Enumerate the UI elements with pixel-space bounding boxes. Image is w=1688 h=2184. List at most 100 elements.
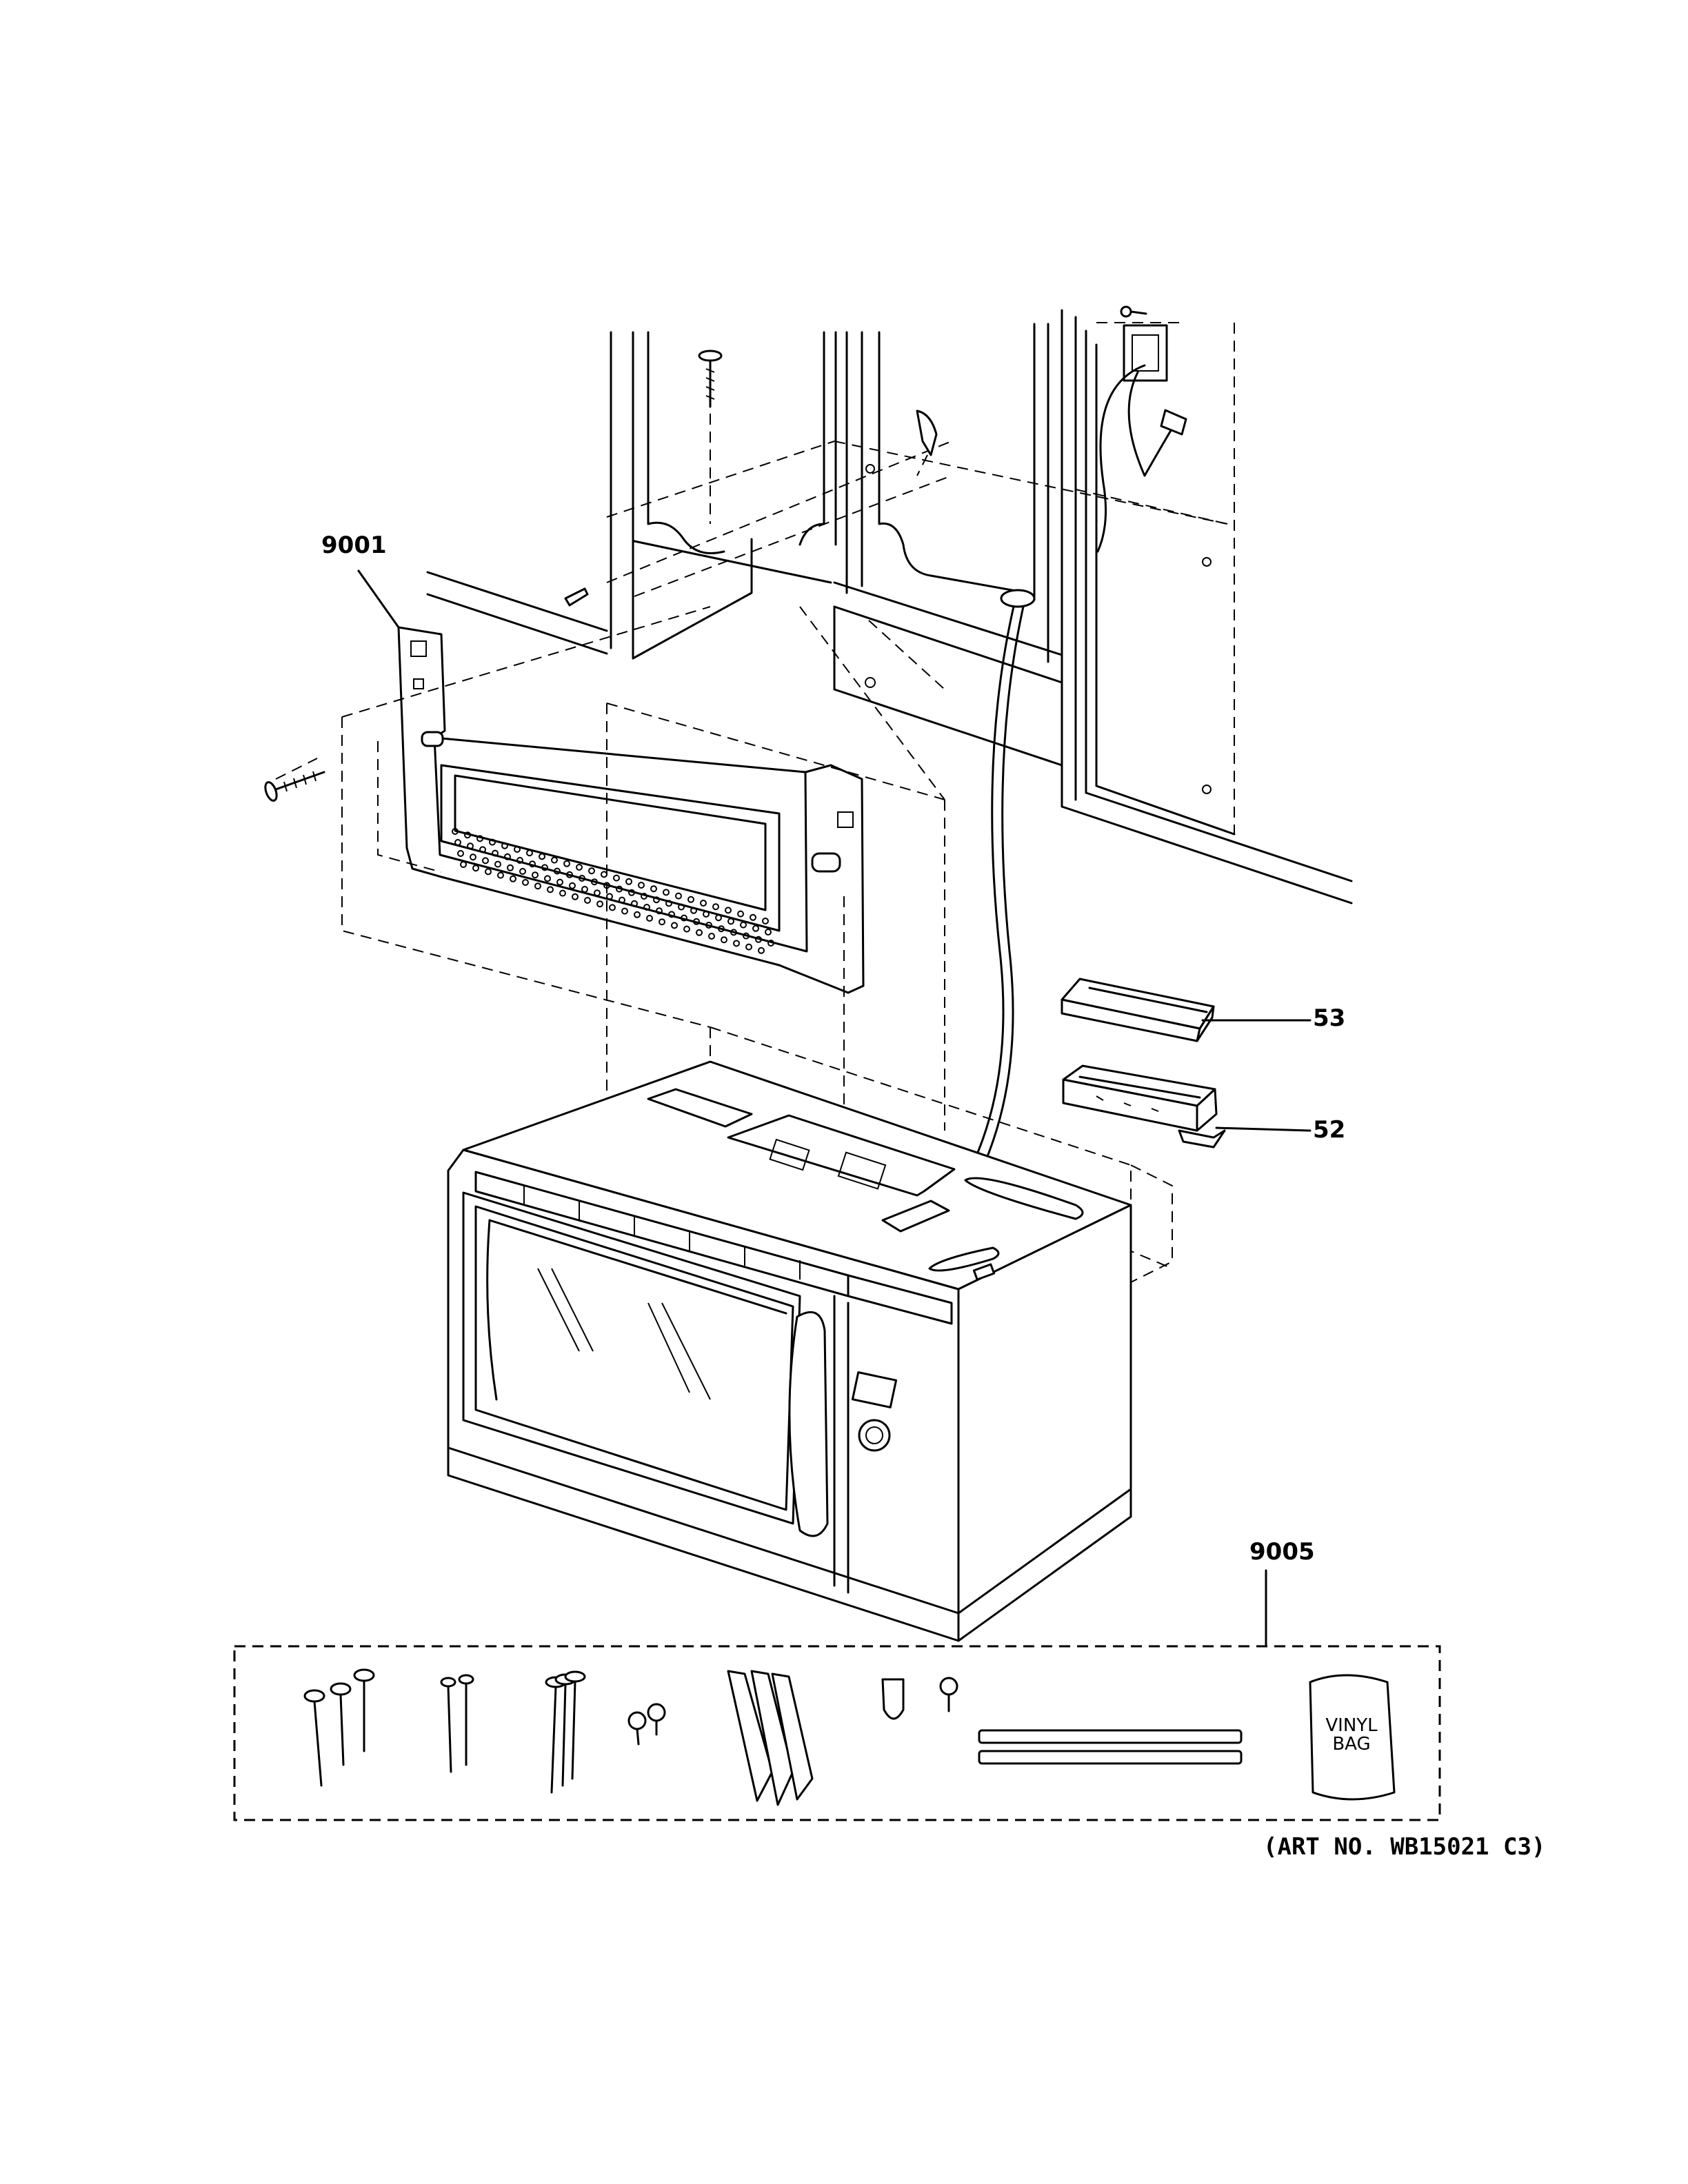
plate-hole [613, 874, 620, 882]
plate-hole [678, 903, 685, 911]
hardware-kit [233, 1645, 1441, 1821]
toggle-wing-icon [727, 1670, 814, 1806]
plate-hole [529, 860, 536, 868]
plate-hole [767, 940, 774, 947]
plate-hole [601, 871, 607, 878]
plate-hole [485, 868, 492, 876]
plate-hole [544, 875, 551, 882]
plate-hole [727, 918, 734, 925]
plate-hole [534, 882, 541, 890]
plate-hole [596, 900, 603, 908]
plate-hole [687, 896, 694, 903]
mounting-plate [397, 626, 865, 994]
plate-hole [690, 907, 697, 914]
plate-hole [693, 918, 700, 925]
plate-hole [584, 897, 591, 904]
callout-52: 52 [1313, 1116, 1346, 1144]
wall-bolt-icon [264, 771, 325, 802]
plate-hole [708, 933, 715, 940]
plate-hole [563, 860, 570, 867]
lag-screw-icon [440, 1674, 474, 1773]
toggle-bolt-icon [916, 410, 938, 476]
power-cord [933, 589, 1036, 1233]
vinyl-bag-label: VINYL BAG [1310, 1715, 1393, 1755]
plate-hole [681, 914, 687, 922]
plate-hole [718, 925, 725, 933]
plate-hole [646, 915, 653, 922]
wall-cabinets [426, 309, 1353, 904]
plate-hole [675, 892, 682, 900]
cord-clamp-icon [881, 1677, 958, 1720]
wood-screw-icon [303, 1668, 375, 1787]
duct-cover [1061, 978, 1312, 1042]
plate-hole [581, 886, 588, 893]
plate-hole [460, 861, 467, 868]
plate-hole [619, 896, 625, 904]
plate-hole [703, 911, 710, 918]
plate-hole [510, 875, 516, 882]
plate-hole [631, 900, 638, 907]
plate-hole [472, 865, 479, 872]
wall-outlet [1096, 305, 1187, 553]
vinyl-bag-icon [1309, 1674, 1396, 1801]
plate-hole [650, 885, 657, 893]
plate-hole [696, 929, 703, 936]
plate-hole [532, 871, 539, 879]
plate-hole [566, 871, 573, 878]
plate-hole [758, 947, 765, 954]
plate-hole [733, 940, 740, 947]
leader-lines [357, 569, 1267, 1648]
plate-hole [700, 900, 707, 907]
plate-hole [638, 882, 645, 889]
plate-hole [659, 918, 665, 926]
plate-hole [656, 907, 663, 915]
plate-hole [519, 868, 526, 875]
plate-hole [750, 913, 756, 921]
plate-hole [514, 846, 521, 853]
callout-9001: 9001 [321, 532, 387, 559]
plate-hole [634, 911, 641, 918]
plate-hole [551, 856, 558, 864]
plate-hole [494, 860, 501, 868]
plate-hole [497, 871, 504, 879]
plate-hole [559, 889, 566, 897]
plate-hole [464, 831, 471, 839]
plate-hole [705, 922, 712, 929]
art-number: (ART NO. WB15021 C3) [1263, 1833, 1546, 1861]
plate-hole [755, 936, 762, 943]
plate-hole [507, 864, 514, 871]
plate-hole [628, 889, 635, 896]
plate-hole [721, 936, 727, 944]
plate-hole [539, 853, 545, 860]
plate-hole [591, 878, 598, 886]
plate-hole [643, 904, 650, 911]
plate-hole [476, 835, 483, 842]
plate-hole [762, 918, 769, 924]
plate-hole [479, 846, 486, 853]
plate-hole [516, 857, 523, 864]
plate-hole [740, 921, 747, 929]
cabinet-screw-icon [698, 350, 723, 524]
plate-hole [579, 875, 585, 882]
brush-strip-icon [978, 1729, 1243, 1765]
plate-hole [522, 879, 529, 886]
plate-hole [743, 932, 750, 940]
plate-hole [745, 943, 752, 951]
plate-hole [616, 885, 623, 893]
plate-hole [730, 929, 737, 936]
plate-hole [668, 911, 675, 918]
plate-hole [547, 886, 554, 893]
plate-hole [641, 893, 647, 900]
plate-hole [489, 838, 496, 846]
toggle-bolt-long-icon [545, 1670, 586, 1794]
plate-hole [492, 849, 499, 857]
vinyl-bag-label-line1: VINYL [1325, 1715, 1378, 1736]
plate-hole [526, 849, 533, 857]
plate-hole [594, 889, 601, 897]
plate-hole [752, 924, 759, 932]
small-screw-icon [627, 1703, 666, 1746]
callout-9005: 9005 [1249, 1538, 1315, 1566]
plate-hole [554, 867, 561, 875]
plate-hole [576, 864, 583, 871]
